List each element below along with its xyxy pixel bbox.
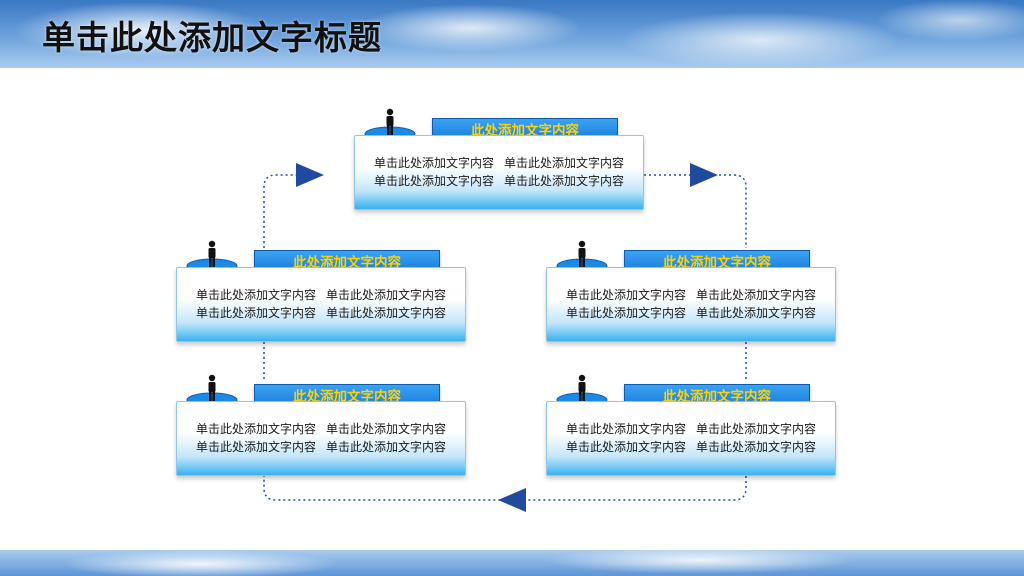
person-icon [578,374,586,401]
slide-title[interactable]: 单击此处添加文字标题 [42,18,382,57]
content-row: 单击此处添加文字内容 单击此处添加文字内容 [547,438,835,456]
content-text: 单击此处添加文字内容 [504,156,625,170]
process-block-top[interactable]: 此处添加文字内容 单击此处添加文字内容 单击此处添加文字内容 单击此处添加文字内… [354,86,644,210]
connector-right-top [644,174,747,248]
block-content-box[interactable]: 单击此处添加文字内容 单击此处添加文字内容 单击此处添加文字内容 单击此处添加文… [176,267,466,342]
content-row: 单击此处添加文字内容 单击此处添加文字内容 [547,286,835,304]
content-text: 单击此处添加文字内容 [326,288,447,302]
block-content-box[interactable]: 单击此处添加文字内容 单击此处添加文字内容 单击此处添加文字内容 单击此处添加文… [546,401,836,476]
content-text: 单击此处添加文字内容 [195,288,316,302]
connector-left-top [263,174,300,248]
process-block-left-upper[interactable]: 此处添加文字内容 单击此处添加文字内容 单击此处添加文字内容 单击此处添加文字内… [176,218,466,342]
person-icon [208,240,216,267]
content-text: 单击此处添加文字内容 [504,174,625,188]
content-text: 单击此处添加文字内容 [696,440,817,454]
content-row: 单击此处添加文字内容 单击此处添加文字内容 [177,286,465,304]
content-row: 单击此处添加文字内容 单击此处添加文字内容 [547,304,835,322]
sky-banner-top [0,0,1024,68]
block-content-box[interactable]: 单击此处添加文字内容 单击此处添加文字内容 单击此处添加文字内容 单击此处添加文… [546,267,836,342]
content-text: 单击此处添加文字内容 [696,288,817,302]
content-text: 单击此处添加文字内容 [565,306,686,320]
person-icon [208,374,216,401]
content-row: 单击此处添加文字内容 单击此处添加文字内容 [355,154,643,172]
content-row: 单击此处添加文字内容 单击此处添加文字内容 [177,420,465,438]
block-content-box[interactable]: 单击此处添加文字内容 单击此处添加文字内容 单击此处添加文字内容 单击此处添加文… [354,135,644,210]
person-icon [386,108,394,135]
content-row: 单击此处添加文字内容 单击此处添加文字内容 [355,172,643,190]
content-text: 单击此处添加文字内容 [326,422,447,436]
content-text: 单击此处添加文字内容 [326,440,447,454]
content-text: 单击此处添加文字内容 [696,422,817,436]
arrow-icon [690,163,718,187]
content-text: 单击此处添加文字内容 [195,306,316,320]
arrow-icon [498,488,526,512]
process-block-right-upper[interactable]: 此处添加文字内容 单击此处添加文字内容 单击此处添加文字内容 单击此处添加文字内… [546,218,836,342]
sky-banner-bottom [0,550,1024,576]
content-text: 单击此处添加文字内容 [195,422,316,436]
content-text: 单击此处添加文字内容 [565,288,686,302]
content-text: 单击此处添加文字内容 [195,440,316,454]
arrow-icon [296,163,324,187]
content-text: 单击此处添加文字内容 [373,156,494,170]
block-content-box[interactable]: 单击此处添加文字内容 单击此处添加文字内容 单击此处添加文字内容 单击此处添加文… [176,401,466,476]
content-row: 单击此处添加文字内容 单击此处添加文字内容 [547,420,835,438]
connector-bottom [263,476,747,501]
process-block-left-lower[interactable]: 此处添加文字内容 单击此处添加文字内容 单击此处添加文字内容 单击此处添加文字内… [176,352,466,476]
content-row: 单击此处添加文字内容 单击此处添加文字内容 [177,438,465,456]
person-icon [578,240,586,267]
content-row: 单击此处添加文字内容 单击此处添加文字内容 [177,304,465,322]
content-text: 单击此处添加文字内容 [696,306,817,320]
content-text: 单击此处添加文字内容 [326,306,447,320]
content-text: 单击此处添加文字内容 [565,440,686,454]
content-text: 单击此处添加文字内容 [565,422,686,436]
content-text: 单击此处添加文字内容 [373,174,494,188]
process-block-right-lower[interactable]: 此处添加文字内容 单击此处添加文字内容 单击此处添加文字内容 单击此处添加文字内… [546,352,836,476]
